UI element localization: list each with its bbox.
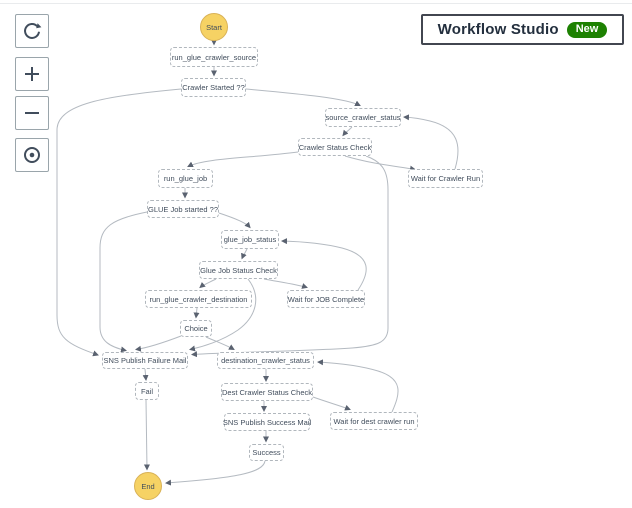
node-destination-crawler-status[interactable]: destination_crawler_status — [217, 352, 314, 369]
node-success[interactable]: Success — [249, 444, 284, 461]
target-icon — [24, 147, 40, 163]
node-dest-crawler-status-check[interactable]: Dest Crawler Status Check — [221, 383, 313, 401]
node-wait-for-crawler-run[interactable]: Wait for Crawler Run — [408, 169, 483, 188]
top-divider — [0, 3, 632, 4]
node-wait-for-dest-crawler-run[interactable]: Wait for dest crawler run — [330, 412, 418, 430]
new-badge: New — [566, 21, 608, 38]
edge-glue-started-to-sns-failure — [99, 211, 148, 353]
zoom-in-button[interactable] — [15, 57, 49, 91]
edge-success-to-end — [165, 460, 266, 486]
edge-wait-dest-to-dest-status — [317, 359, 399, 413]
edge-choice-to-sns-failure — [135, 335, 182, 352]
edge-started-to-sns-failure — [56, 88, 182, 357]
zoom-out-button[interactable] — [15, 96, 49, 130]
node-glue-job-started[interactable]: GLUE Job started ?? — [147, 200, 219, 218]
edge-sns-failure-to-fail — [142, 368, 149, 381]
node-run-glue-job[interactable]: run_glue_job — [158, 169, 213, 188]
node-sns-publish-success-mail[interactable]: SNS Publish Success Mail — [223, 413, 311, 431]
edge-wait-crawler-to-source-status — [403, 114, 459, 170]
node-crawler-status-check[interactable]: Crawler Status Check — [298, 138, 372, 156]
edge-started-to-source-status — [245, 88, 361, 106]
node-source-crawler-status[interactable]: source_crawler_status — [325, 108, 401, 127]
node-run-glue-crawler-source[interactable]: run_glue_crawler_source — [170, 47, 258, 67]
node-crawler-started[interactable]: Crawler Started ?? — [181, 78, 246, 97]
edge-run-dest-to-choice — [193, 307, 200, 319]
edge-dest-check-to-wait-dest — [312, 396, 351, 411]
minus-icon — [25, 112, 39, 114]
edge-source-status-to-check — [342, 126, 353, 137]
node-end[interactable]: End — [134, 472, 162, 500]
refresh-icon — [24, 22, 42, 39]
node-glue-job-status[interactable]: glue_job_status — [221, 230, 279, 249]
edge-check-to-sns-failure — [191, 155, 389, 358]
node-run-glue-crawler-destination[interactable]: run_glue_crawler_destination — [145, 290, 252, 308]
edge-job-status-to-status-check — [241, 248, 248, 260]
plus-icon — [25, 67, 39, 81]
node-sns-publish-failure-mail[interactable]: SNS Publish Failure Mail — [102, 352, 188, 369]
edge-fail-to-end — [143, 399, 150, 471]
edge-glue-started-to-job-status — [218, 212, 251, 229]
node-glue-job-status-check[interactable]: Glue Job Status Check — [199, 261, 278, 279]
edge-choice-to-dest-status — [205, 336, 235, 351]
edge-wait-job-to-job-status — [281, 238, 367, 291]
edge-status-check-to-wait-job — [263, 278, 308, 289]
edge-status-check-to-run-dest — [199, 278, 217, 289]
workflow-studio-label: Workflow Studio — [437, 21, 559, 38]
node-start[interactable]: Start — [200, 13, 228, 41]
center-view-button[interactable] — [15, 138, 49, 172]
edge-check-to-wait-crawler — [344, 155, 416, 172]
reset-view-button[interactable] — [15, 14, 49, 48]
edge-check-to-run-glue-job — [187, 151, 299, 167]
node-wait-for-job-complete[interactable]: Wait for JOB Complete — [287, 290, 365, 308]
node-choice[interactable]: Choice — [180, 320, 212, 337]
workflow-studio-button[interactable]: Workflow Studio New — [421, 14, 624, 45]
node-fail[interactable]: Fail — [135, 382, 159, 400]
